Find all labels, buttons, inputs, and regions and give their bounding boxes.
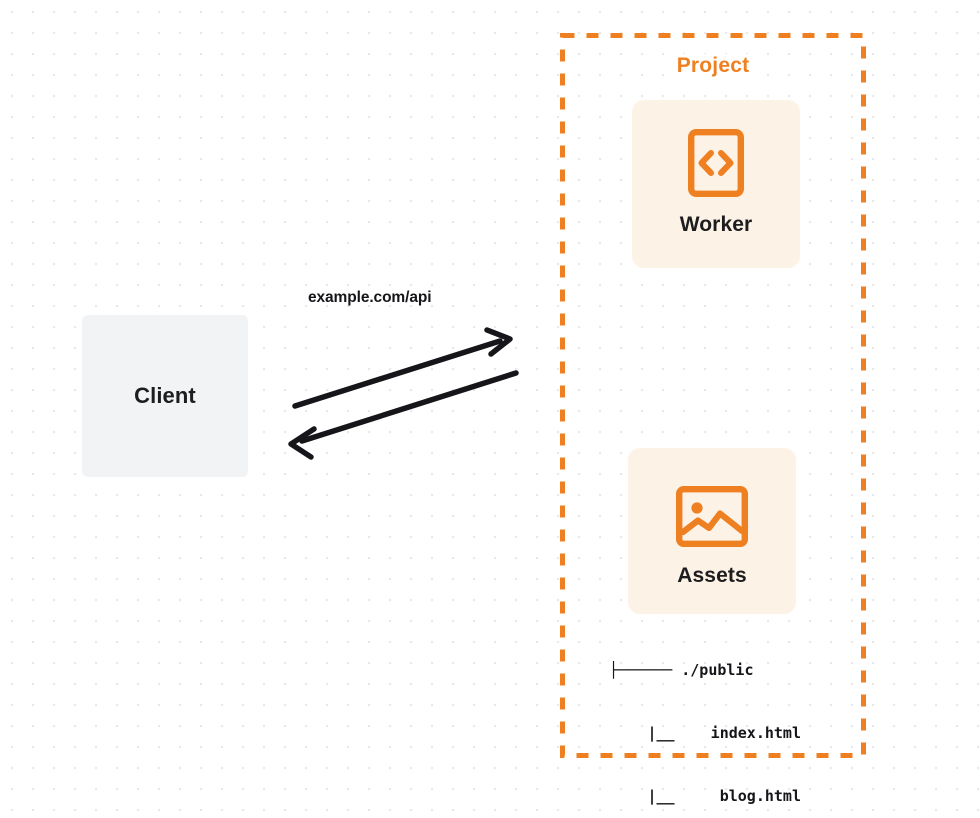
project-container: Project [560, 33, 866, 758]
file-tree-line: ├────── ./public [609, 661, 754, 679]
assets-node[interactable]: Assets [628, 448, 796, 614]
request-arrow [292, 327, 513, 409]
worker-node[interactable]: Worker [632, 100, 800, 268]
client-node[interactable]: Client [82, 315, 248, 477]
assets-file-tree: ├────── ./public |__ index.html |__ blog… [609, 618, 801, 818]
assets-node-label: Assets [677, 564, 747, 587]
response-arrow [288, 370, 519, 460]
project-title: Project [670, 54, 756, 78]
image-icon [676, 486, 748, 547]
client-node-label: Client [134, 383, 196, 408]
project-dashed-border [560, 33, 866, 758]
code-brackets-icon [688, 129, 744, 197]
worker-node-label: Worker [679, 213, 753, 236]
file-tree-line: |__ blog.html [647, 787, 801, 805]
connection-label: example.com/api [308, 289, 432, 306]
file-tree-line: |__ index.html [647, 724, 801, 742]
